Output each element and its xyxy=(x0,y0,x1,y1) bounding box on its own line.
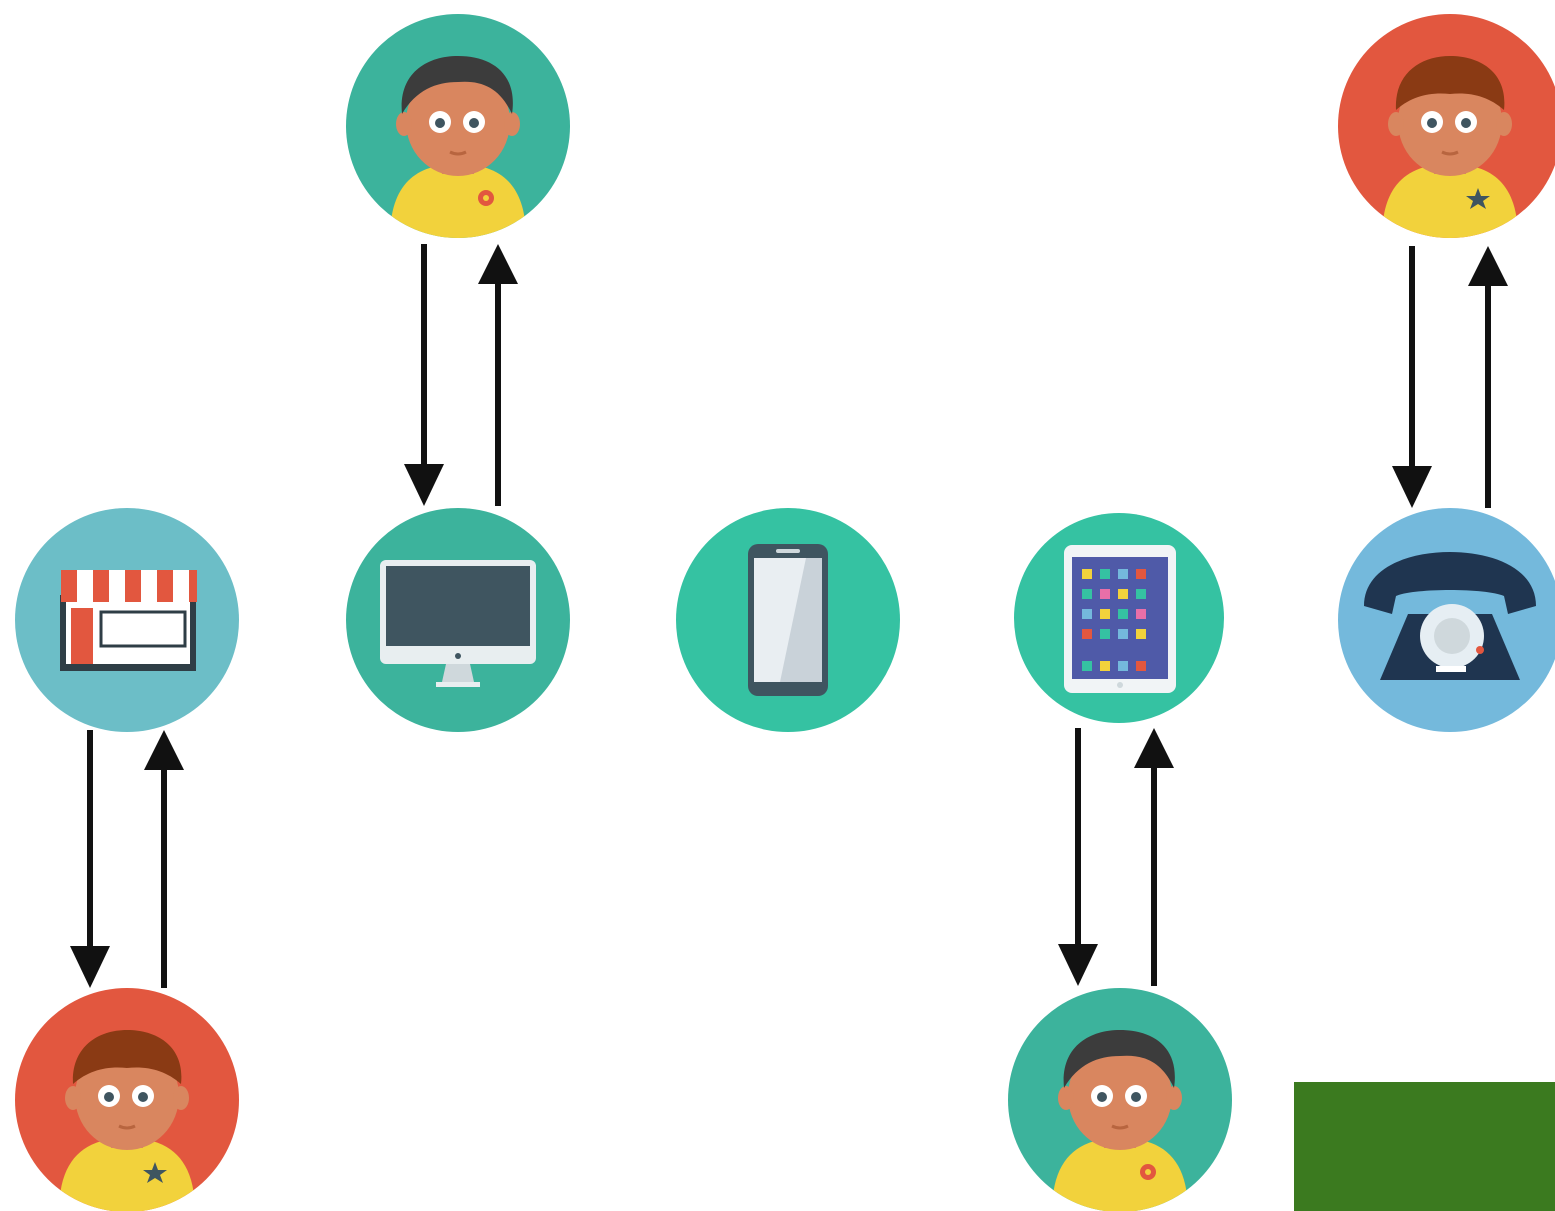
green-corner-block xyxy=(1294,1082,1555,1211)
arrow-up-icon xyxy=(1134,728,1174,986)
arrow-down-icon xyxy=(70,730,110,988)
smartphone-icon xyxy=(676,508,900,732)
customer-avatar-icon xyxy=(346,14,570,238)
arrow-up-icon xyxy=(1468,246,1508,508)
arrow-down-icon xyxy=(1058,728,1098,986)
arrow-down-icon xyxy=(404,244,444,506)
arrow-up-icon xyxy=(478,244,518,506)
arrow-up-icon xyxy=(144,730,184,988)
customer-avatar-icon xyxy=(1338,14,1555,238)
customer-avatar-icon xyxy=(15,988,239,1211)
desktop-computer-icon xyxy=(346,508,570,732)
customer-avatar-icon xyxy=(1008,988,1232,1211)
tablet-icon xyxy=(1014,513,1238,737)
arrow-down-icon xyxy=(1392,246,1432,508)
store-icon xyxy=(15,508,239,732)
rotary-telephone-icon xyxy=(1338,508,1555,732)
